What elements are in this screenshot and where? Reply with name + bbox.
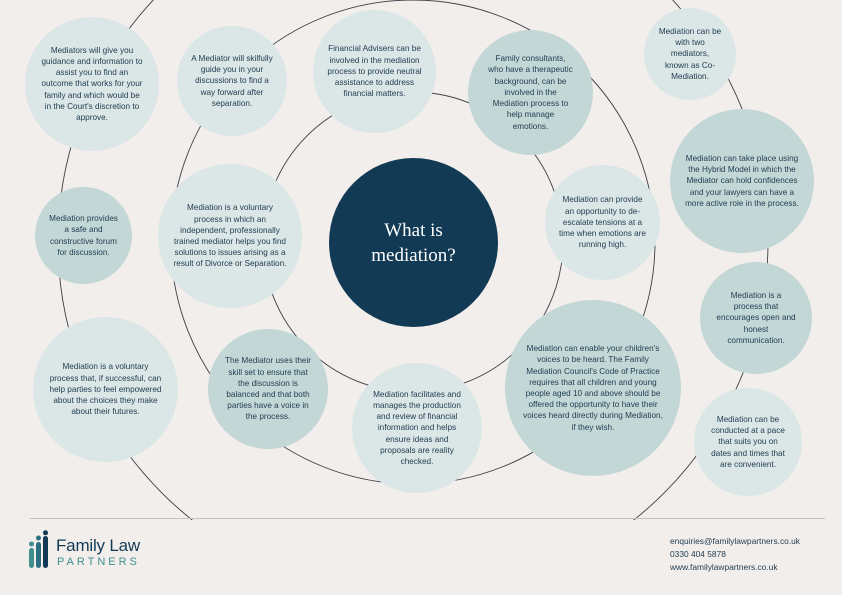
bubble-childrens-voices: Mediation can enable your children's voi… [505, 300, 681, 476]
logo-name: Family Law [56, 536, 140, 555]
bubble-deescalate-text: Mediation can provide an opportunity to … [559, 195, 646, 250]
bubble-hybrid-text: Mediation can take place using the Hybri… [685, 153, 799, 208]
family-law-partners-logo: Family Law PARTNERS [28, 530, 158, 572]
bubble-financial-info-text: Mediation facilitates and manages the pr… [373, 389, 461, 466]
bubble-safe-forum: Mediation provides a safe and constructi… [35, 187, 132, 284]
bubble-family-consultants: Family consultants, who have a therapeut… [468, 30, 593, 155]
contact-email[interactable]: enquiries@familylawpartners.co.uk [670, 536, 800, 546]
bubble-voluntary-process: Mediation is a voluntary process in whic… [158, 164, 302, 308]
center-circle: What is mediation? [329, 158, 498, 327]
bubble-two-mediators: Mediation can be with two mediators, kno… [644, 8, 736, 100]
bubble-pace-text: Mediation can be conducted at a pace tha… [711, 414, 785, 469]
bubble-hybrid: Mediation can take place using the Hybri… [670, 109, 814, 253]
bubble-open-honest: Mediation is a process that encourages o… [700, 262, 812, 374]
bubble-open-honest-text: Mediation is a process that encourages o… [716, 290, 796, 345]
footer-divider [30, 518, 825, 519]
bubble-safe-forum-text: Mediation provides a safe and constructi… [49, 214, 118, 257]
bubble-financial-advisers-text: Financial Advisers can be involved in th… [327, 44, 422, 99]
bubble-skill-set-text: The Mediator uses their skill set to ens… [224, 356, 311, 422]
bubble-empowered-text: Mediation is a voluntary process that, i… [49, 362, 162, 417]
bubble-guidance: Mediators will give you guidance and inf… [25, 17, 159, 151]
bubble-skilful: A Mediator will skilfully guide you in y… [177, 26, 287, 136]
bubble-skill-set: The Mediator uses their skill set to ens… [208, 329, 328, 449]
bubble-guidance-text: Mediators will give you guidance and inf… [41, 45, 143, 122]
bubble-financial-advisers: Financial Advisers can be involved in th… [313, 10, 436, 133]
bubble-deescalate: Mediation can provide an opportunity to … [545, 165, 660, 280]
bubble-voluntary-process-text: Mediation is a voluntary process in whic… [173, 203, 287, 269]
bubble-two-mediators-text: Mediation can be with two mediators, kno… [658, 26, 722, 81]
bubble-skilful-text: A Mediator will skilfully guide you in y… [191, 53, 273, 108]
center-title: What is mediation? [371, 219, 456, 266]
bubble-pace: Mediation can be conducted at a pace tha… [694, 388, 802, 496]
bubble-financial-info: Mediation facilitates and manages the pr… [352, 363, 482, 493]
contact-website[interactable]: www.familylawpartners.co.uk [670, 562, 778, 572]
bubble-family-consultants-text: Family consultants, who have a therapeut… [488, 54, 573, 131]
contact-phone[interactable]: 0330 404 5878 [670, 549, 726, 559]
figures-logo-icon [29, 530, 48, 568]
logo-subtitle: PARTNERS [57, 556, 140, 568]
contact-details: enquiries@familylawpartners.co.uk 0330 4… [670, 535, 800, 574]
bubble-childrens-voices-text: Mediation can enable your children's voi… [523, 344, 663, 432]
bubble-empowered: Mediation is a voluntary process that, i… [33, 317, 178, 462]
